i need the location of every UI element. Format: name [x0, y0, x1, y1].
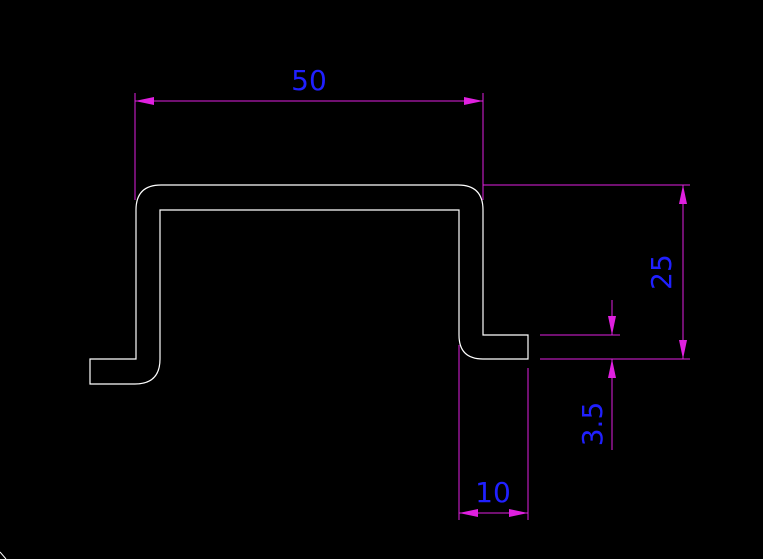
dimension-text-flange-width: 10 [475, 476, 511, 509]
dimension-top-width: 50 [134, 64, 484, 200]
arrowhead-down [679, 340, 687, 359]
arrowhead-flange-left [459, 509, 478, 517]
arrowhead-flange-right [509, 509, 528, 517]
arrowhead-down-thickness [608, 316, 616, 335]
dimension-flange-width: 10 [458, 345, 529, 520]
arrowhead-left [135, 97, 154, 105]
dimension-text-thickness: 3.5 [576, 402, 609, 447]
arrowhead-up [679, 185, 687, 204]
dimension-thickness: 3.5 [540, 300, 620, 450]
arrowhead-up-thickness [608, 359, 616, 378]
dimension-height: 25 [483, 184, 690, 360]
arrowhead-right [464, 97, 483, 105]
channel-profile [89, 184, 529, 385]
dimension-text-top-width: 50 [291, 64, 327, 97]
dimension-text-height: 25 [645, 254, 678, 290]
corner-mark [0, 551, 7, 559]
